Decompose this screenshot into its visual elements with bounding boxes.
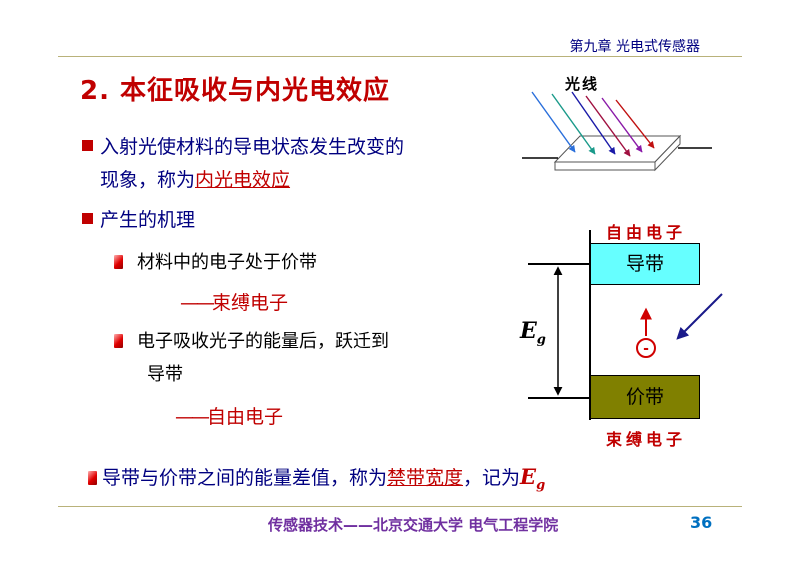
highlight-term-internal-photoeffect: 内光电效应 [195,169,291,191]
dash: —— [175,406,210,428]
bullet-1-text-line1: 入射光使材料的导电状态发生改变的 [100,136,405,158]
footer-divider [58,506,742,507]
light-ray [531,91,576,153]
light-ray [601,97,643,153]
bandgap-label: Eg [520,318,546,348]
bullet-1-line2: 现象，称为内光电效应 [100,164,290,197]
light-ray [585,95,631,157]
bound-electron-label: 束缚电子 [606,430,687,449]
conduction-band-label: 导带 [625,253,664,275]
header-divider [58,56,742,57]
term-bound-electron: 束缚电子 [212,292,289,314]
red-bar-bullet-icon [114,334,123,348]
red-bar-bullet-icon [88,471,97,485]
material-slab-side [654,134,681,172]
sub-bullet-2: 电子吸收光子的能量后，跃迁到 [114,325,389,358]
slide-title: 2. 本征吸收与内光电效应 [80,76,391,106]
chapter-header: 第九章 光电式传感器 [569,39,700,55]
light-ray [551,93,596,155]
bullet-2: 产生的机理 [82,204,195,237]
sub-bullet-2-text-line1: 电子吸收光子的能量后，跃迁到 [137,331,389,352]
page-number: 36 [690,513,713,532]
bullet-1: 入射光使材料的导电状态发生改变的 [82,131,404,164]
bullet-1-text-line2: 现象，称为 [100,169,196,191]
sub-bullet-1-term: ——束缚电子 [180,288,288,315]
sub-bullet-1-text: 材料中的电子处于价带 [137,252,317,273]
square-bullet-icon [82,140,93,151]
light-label: 光线 [565,75,600,93]
valence-band-label: 价带 [625,386,664,408]
material-slab-front [554,161,656,171]
bandgap-text-prefix: 导带与价带之间的能量差值，称为 [102,467,388,489]
electron-symbol: - [643,341,649,357]
bandgap-definition: 导带与价带之间的能量差值，称为禁带宽度，记为Eg [88,460,545,502]
photon-arrow [676,293,723,340]
electron-icon [636,338,656,358]
footer-text: 传感器技术——北京交通大学 电气工程学院 [268,516,559,534]
valence-band: 价带 [590,375,700,419]
sub-bullet-2-term: ——自由电子 [175,402,283,429]
highlight-term-bandgap: 禁带宽度 [387,467,464,489]
square-bullet-icon [82,213,93,224]
bandgap-text-mid: ，记为 [463,467,521,489]
light-ray [571,91,616,155]
sub-bullet-1: 材料中的电子处于价带 [114,246,317,279]
band-diagram-lines: - [528,230,723,420]
light-ray [615,99,655,149]
free-electron-label: 自由电子 [606,223,687,242]
bullet-2-text: 产生的机理 [100,209,196,231]
bandgap-symbol: Eg [520,464,546,494]
conduction-band: 导带 [590,243,700,285]
term-free-electron: 自由电子 [207,406,284,428]
dash: —— [180,292,215,314]
light-incidence-diagram [522,91,712,172]
sub-bullet-2-line2: 导带 [147,364,183,385]
red-bar-bullet-icon [114,255,123,269]
